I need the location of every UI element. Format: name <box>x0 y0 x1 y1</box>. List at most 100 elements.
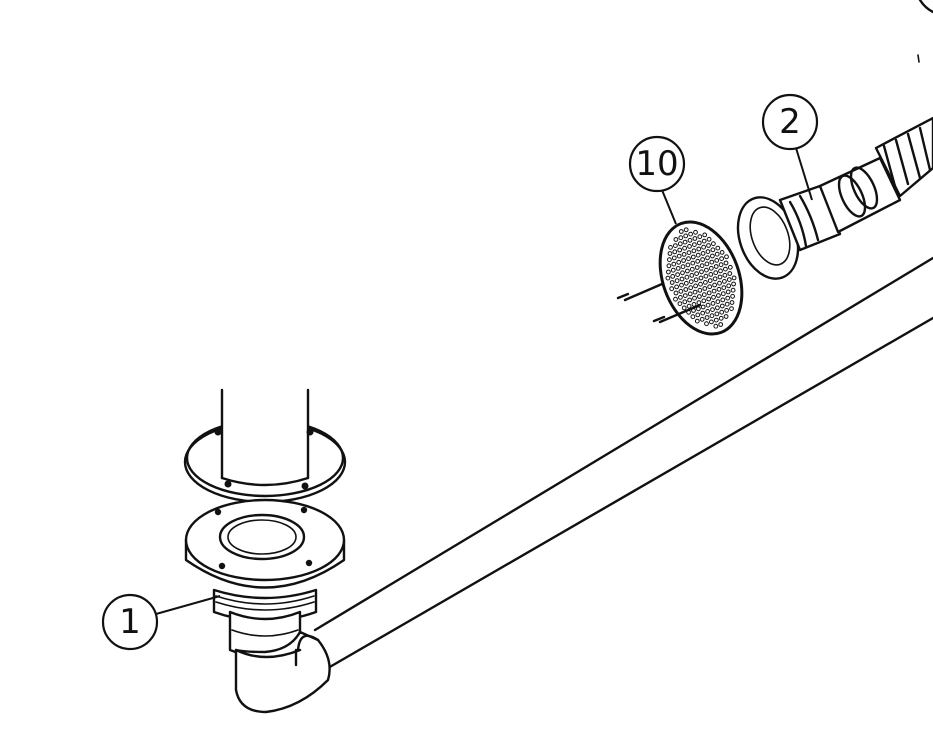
perforation-hole <box>712 282 717 288</box>
screw-lower <box>658 303 702 324</box>
perforation-hole <box>671 261 677 267</box>
perforation-hole <box>705 255 710 261</box>
perforated-strainer-disc <box>616 220 744 336</box>
perforation-hole <box>678 235 684 241</box>
perforation-hole <box>709 319 714 325</box>
perforation-hole <box>723 260 729 266</box>
perforation-hole <box>730 293 735 299</box>
perforation-hole <box>690 260 696 266</box>
perforation-hole <box>711 241 716 247</box>
perforation-hole <box>700 257 705 262</box>
perforation-hole <box>703 280 708 285</box>
perforation-hole <box>725 295 731 301</box>
perforation-hole <box>695 312 701 318</box>
perforation-hole <box>670 274 676 279</box>
perforation-hole <box>709 313 715 319</box>
vertical-riser-pipe <box>183 388 347 504</box>
perforation-hole <box>729 306 734 312</box>
perforation-hole <box>694 318 700 324</box>
perforation-hole <box>731 275 737 281</box>
perforation-hole <box>698 281 703 287</box>
perforation-hole <box>710 307 715 313</box>
strainer-perforations <box>665 227 737 329</box>
perforation-hole <box>676 259 682 265</box>
perforation-hole <box>715 299 721 305</box>
perforation-hole <box>667 251 673 256</box>
perforation-hole <box>678 229 684 234</box>
pipe-elbow <box>234 630 331 714</box>
perforation-hole <box>718 268 723 274</box>
screw-upper <box>623 282 664 302</box>
perforation-hole <box>685 268 690 274</box>
threaded-coupling <box>212 588 318 659</box>
perforation-hole <box>690 254 696 260</box>
callout-10-label: 10 <box>635 144 678 184</box>
perforation-hole <box>669 286 675 292</box>
callout-2: 2 <box>761 93 819 201</box>
perforation-hole <box>680 270 685 276</box>
perforation-hole <box>677 241 683 247</box>
perforation-hole <box>725 289 731 295</box>
perforation-hole <box>721 285 727 291</box>
perforation-hole <box>678 295 683 300</box>
perforation-hole <box>683 287 689 292</box>
perforation-hole <box>727 271 733 276</box>
perforation-hole <box>686 303 692 309</box>
upper-pipe-stub <box>818 156 902 234</box>
perforation-hole <box>705 302 711 308</box>
perforation-hole <box>682 299 688 305</box>
perforation-hole <box>695 252 701 258</box>
perforation-hole <box>675 266 681 271</box>
perforation-hole <box>717 280 722 286</box>
perforation-hole <box>722 279 727 284</box>
perforation-hole <box>684 274 690 280</box>
perforation-hole <box>687 291 693 297</box>
perforation-hole <box>715 245 721 251</box>
callout-10: 10 <box>628 135 686 225</box>
perforation-hole <box>724 308 729 313</box>
perforation-hole <box>706 243 711 248</box>
perforation-hole <box>714 258 720 263</box>
perforation-hole <box>689 273 695 278</box>
perforation-hole <box>713 323 719 329</box>
perforation-hole <box>687 297 692 303</box>
perforation-hole <box>690 314 696 320</box>
perforation-hole <box>668 245 673 250</box>
perforation-hole <box>673 243 678 249</box>
union-nut <box>874 116 933 198</box>
perforation-hole <box>671 255 677 261</box>
perforation-hole <box>715 305 720 311</box>
perforation-hole <box>730 287 736 293</box>
perforation-hole <box>683 227 689 233</box>
perforation-hole <box>691 248 697 254</box>
lower-flange-plate <box>184 498 346 589</box>
perforation-hole <box>697 287 703 293</box>
callout-2-label: 2 <box>779 102 801 142</box>
perforation-hole <box>701 292 707 298</box>
perforation-hole <box>682 293 688 299</box>
perforation-hole <box>683 233 689 239</box>
perforation-hole <box>681 258 686 263</box>
perforation-hole <box>675 272 680 278</box>
perforation-hole <box>693 277 699 283</box>
perforation-hole <box>710 301 716 306</box>
perforation-hole <box>713 270 719 276</box>
perforation-hole <box>699 263 705 269</box>
corner-tick <box>917 54 920 63</box>
perforation-hole <box>696 240 702 246</box>
perforation-hole <box>683 280 689 286</box>
perforation-hole <box>723 314 729 319</box>
perforation-hole <box>700 304 706 310</box>
perforation-hole <box>676 253 682 259</box>
perforation-hole <box>709 259 715 265</box>
perforation-hole <box>703 273 709 279</box>
perforation-hole <box>706 236 712 242</box>
perforation-hole <box>701 238 707 244</box>
perforation-hole <box>686 256 691 262</box>
perforation-hole <box>723 266 728 272</box>
perforation-hole <box>674 284 679 290</box>
perforation-hole <box>679 276 685 282</box>
perforation-hole <box>678 288 684 294</box>
perforation-hole <box>707 284 713 290</box>
perforation-hole <box>714 251 720 257</box>
